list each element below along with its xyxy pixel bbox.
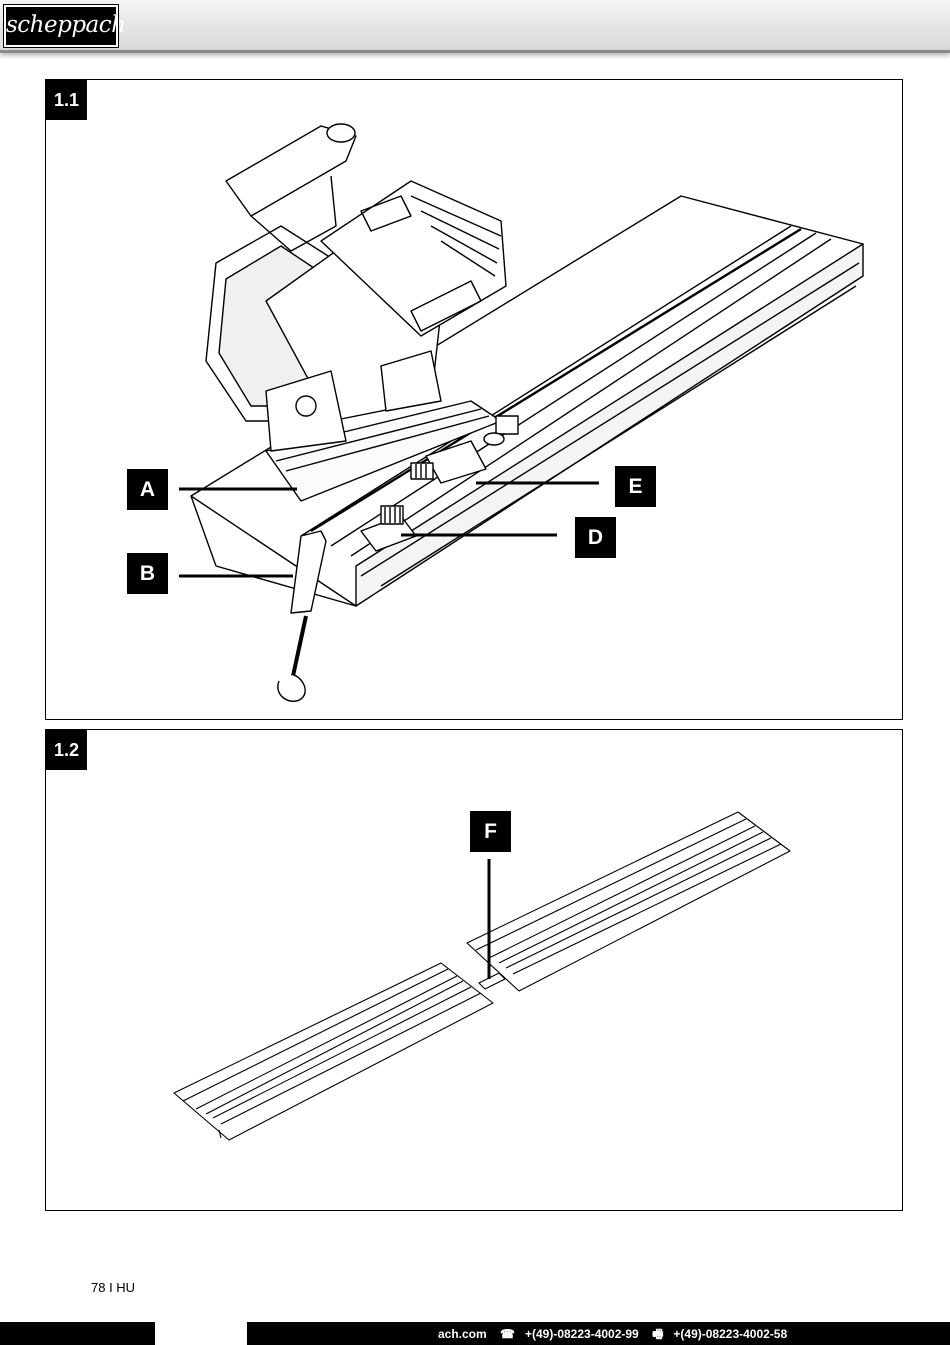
footer-contact: ach.com ☎ +(49)-08223-4002-99 🖷 +(49)-0822… <box>438 1325 938 1343</box>
website-link[interactable]: ach.com <box>438 1327 487 1341</box>
brand-logo: scheppach <box>3 4 126 48</box>
footer-bar: ach.com ☎ +(49)-08223-4002-99 🖷 +(49)-0822… <box>0 1322 950 1345</box>
figure-1-2-panel: 1.2 F <box>45 729 903 1211</box>
callout-f: F <box>470 811 511 852</box>
figure-number-1-1: 1.1 <box>46 80 87 120</box>
callout-b: B <box>127 553 168 594</box>
page-number: 78 I HU <box>91 1280 136 1295</box>
fax-number: +(49)-08223-4002-58 <box>673 1327 788 1341</box>
figure-number-1-2: 1.2 <box>46 730 87 770</box>
fax-icon: 🖷 <box>652 1327 664 1341</box>
callout-d: D <box>575 517 616 558</box>
connected-guide-rails-illustration <box>173 811 791 1141</box>
footer-gap <box>155 1322 247 1345</box>
phone-number: +(49)-08223-4002-99 <box>524 1327 639 1341</box>
figure-1-1-panel: 1.1 A B D E <box>45 79 903 720</box>
saw-on-guide-rail-illustration <box>179 123 864 702</box>
callout-e: E <box>615 466 656 507</box>
callout-a: A <box>127 469 168 510</box>
header-bar: scheppach <box>0 0 950 53</box>
phone-icon: ☎ <box>500 1327 515 1341</box>
